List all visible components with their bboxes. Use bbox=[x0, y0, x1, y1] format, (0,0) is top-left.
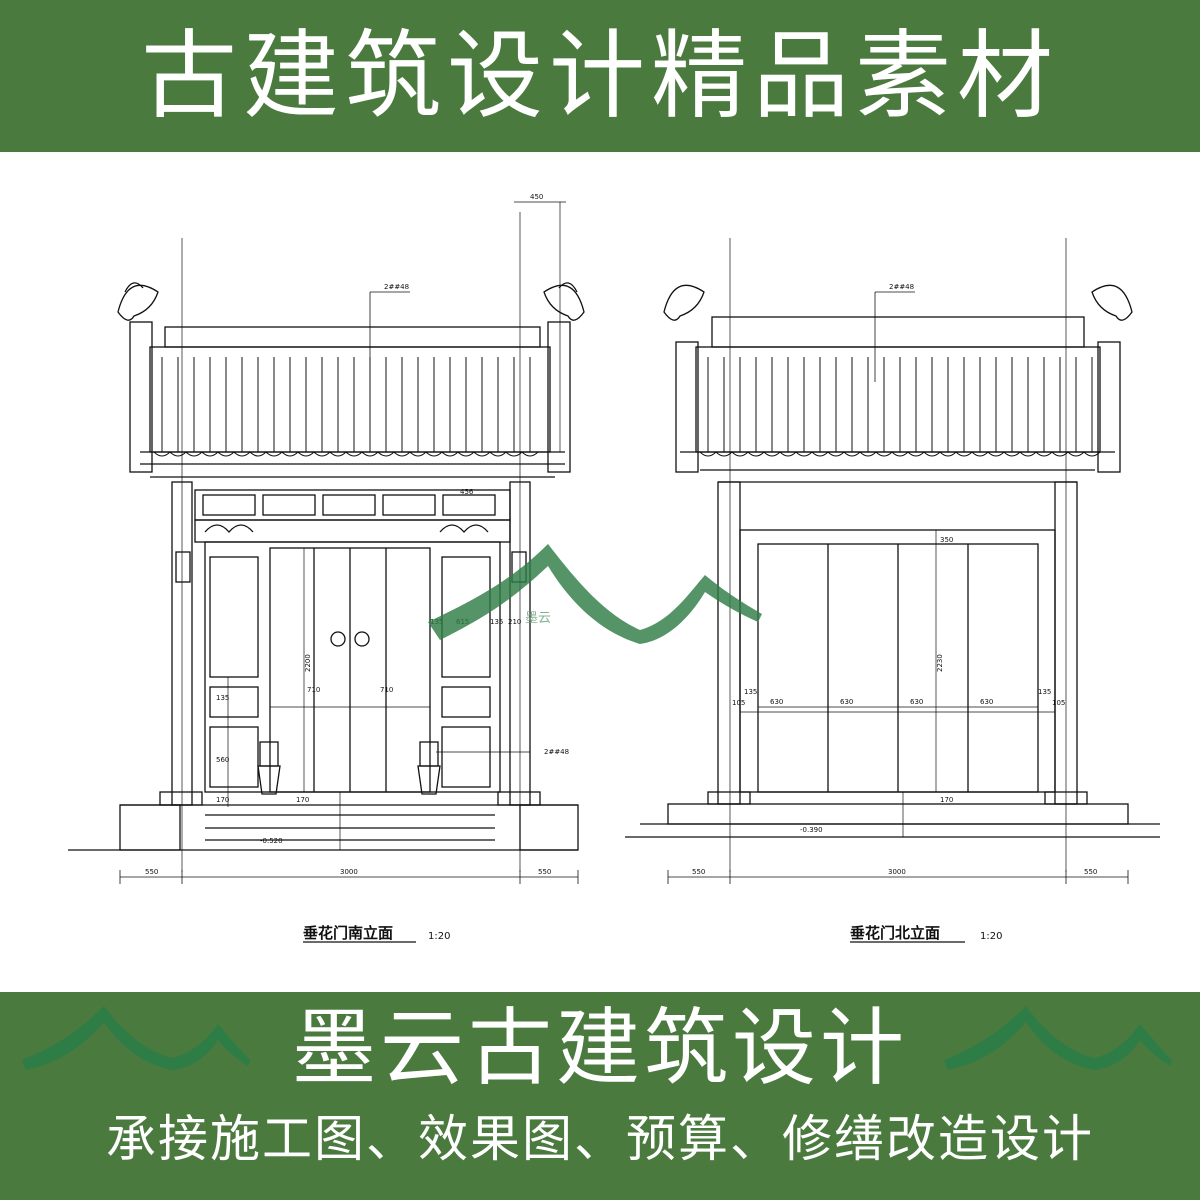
dim-north-top-gap: 350 bbox=[940, 536, 953, 544]
dim-north-panel-1: 630 bbox=[770, 698, 783, 706]
dim-door-leaf-right: 710 bbox=[380, 686, 393, 694]
south-elevation bbox=[68, 201, 585, 884]
south-scale: 1:20 bbox=[428, 931, 450, 942]
north-elevation bbox=[625, 238, 1160, 884]
note-south: 2##48 bbox=[384, 283, 409, 291]
dim-low-a: 135 bbox=[216, 694, 229, 702]
logo-left-icon bbox=[22, 1006, 250, 1070]
dim-door-height: 2200 bbox=[304, 654, 312, 672]
note-south-2: 2##48 bbox=[544, 748, 569, 756]
dim-north-edge-r: 135 bbox=[1038, 688, 1051, 696]
dim-north-edge-l: 135 bbox=[744, 688, 757, 696]
logo-right-icon bbox=[944, 1006, 1172, 1070]
dim-north-door-height: 2230 bbox=[936, 654, 944, 672]
note-north: 2##48 bbox=[889, 283, 914, 291]
dim-side-c: 135 bbox=[490, 618, 503, 626]
dim-north-edge-l2: 105 bbox=[732, 699, 745, 707]
dim-panel-w: 456 bbox=[460, 488, 474, 496]
dim-low-c: 170 bbox=[216, 796, 229, 804]
north-scale: 1:20 bbox=[980, 931, 1002, 942]
elevation-svg: 450 2##48 456 710 710 135 615 135 210 13… bbox=[68, 193, 1160, 943]
elevation-drawing: 450 2##48 456 710 710 135 615 135 210 13… bbox=[0, 152, 1200, 992]
dim-top-offset: 450 bbox=[530, 193, 543, 201]
services-text: 承接施工图、效果图、预算、修缮改造设计 bbox=[106, 1110, 1094, 1168]
dim-side-d: 210 bbox=[508, 618, 521, 626]
level-south: -0.520 bbox=[260, 837, 283, 845]
dim-south-right-bay: 550 bbox=[538, 868, 551, 876]
north-caption: 垂花门北立面 bbox=[850, 924, 940, 942]
top-banner: 古建筑设计精品素材 bbox=[0, 0, 1200, 152]
watermark-text: 墨云 bbox=[525, 611, 551, 626]
dim-north-edge-r2: 105 bbox=[1052, 699, 1065, 707]
dim-south-center: 3000 bbox=[340, 868, 358, 876]
dim-north-panel-4: 630 bbox=[980, 698, 993, 706]
dim-north-center: 3000 bbox=[888, 868, 906, 876]
dim-low-b: 560 bbox=[216, 756, 229, 764]
dim-north-right-bay: 550 bbox=[1084, 868, 1097, 876]
dim-low-d: 170 bbox=[296, 796, 309, 804]
dim-north-low: 170 bbox=[940, 796, 953, 804]
dim-north-panel-3: 630 bbox=[910, 698, 923, 706]
watermark-logo: 墨云 bbox=[428, 544, 762, 644]
banner-title: 古建筑设计精品素材 bbox=[141, 20, 1059, 132]
level-north: -0.390 bbox=[800, 826, 823, 834]
bottom-banner: 墨云古建筑设计 承接施工图、效果图、预算、修缮改造设计 bbox=[0, 992, 1200, 1200]
dim-north-panel-2: 630 bbox=[840, 698, 853, 706]
dim-north-left-bay: 550 bbox=[692, 868, 705, 876]
south-caption: 垂花门南立面 bbox=[303, 924, 393, 942]
dim-south-left-bay: 550 bbox=[145, 868, 158, 876]
dim-door-leaf-left: 710 bbox=[307, 686, 320, 694]
brand-name: 墨云古建筑设计 bbox=[291, 999, 908, 1097]
